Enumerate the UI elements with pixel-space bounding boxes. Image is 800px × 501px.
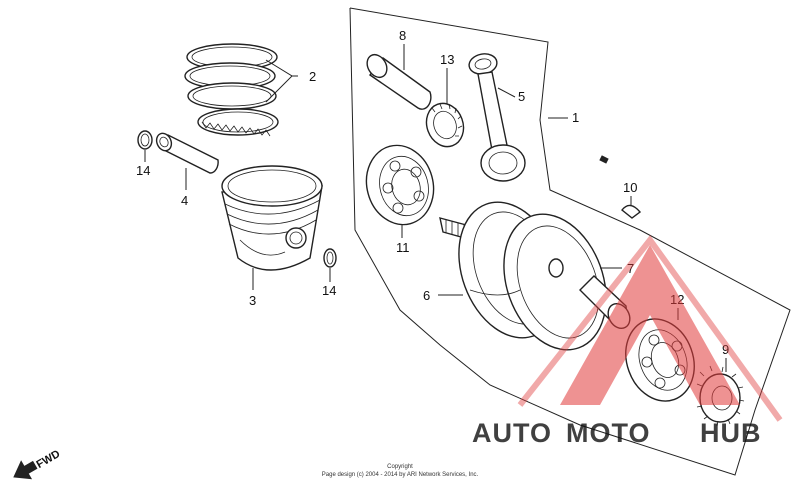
left-ball-bearing xyxy=(365,144,435,226)
callout-7: 7 xyxy=(627,261,634,276)
crank-pin xyxy=(366,53,432,110)
copyright-line-1: Copyright xyxy=(387,464,413,470)
connecting-rod xyxy=(468,53,526,182)
callout-10: 10 xyxy=(623,180,637,195)
copyright-line-2: Page design (c) 2004 - 2014 by ARI Netwo… xyxy=(322,472,479,478)
callout-6: 6 xyxy=(423,288,430,303)
watermark-triangle-icon xyxy=(560,245,740,405)
callout-14-right: 14 xyxy=(322,283,336,298)
callout-4: 4 xyxy=(181,193,188,208)
callout-1: 1 xyxy=(572,110,579,125)
callout-13: 13 xyxy=(440,52,454,67)
pin-clip-top xyxy=(137,130,153,150)
watermark-hub: HUB xyxy=(700,418,762,448)
assembly-outline xyxy=(349,7,791,476)
leader-lines xyxy=(144,44,727,372)
callout-2: 2 xyxy=(309,69,316,84)
callout-9: 9 xyxy=(722,342,729,357)
callout-8: 8 xyxy=(399,28,406,43)
callout-11: 11 xyxy=(396,240,410,255)
crankshaft xyxy=(439,201,631,351)
needle-bearing xyxy=(425,102,465,148)
piston xyxy=(221,165,323,271)
piston-pin xyxy=(155,132,219,174)
callout-14-top: 14 xyxy=(136,163,150,178)
fwd-label: FWD xyxy=(35,448,63,471)
piston-rings xyxy=(184,43,279,137)
callout-5: 5 xyxy=(518,89,525,104)
automotohub-watermark: AUTO MOTO HUB xyxy=(472,235,783,448)
forward-arrow: FWD xyxy=(13,448,63,480)
pin-clip-bottom xyxy=(323,248,337,268)
watermark-auto: AUTO xyxy=(472,418,552,448)
callout-3: 3 xyxy=(249,293,256,308)
woodruff-key xyxy=(621,204,642,219)
copyright: Copyright Page design (c) 2004 - 2014 by… xyxy=(322,464,479,478)
watermark-moto: MOTO xyxy=(566,418,651,448)
small-dot xyxy=(599,155,609,164)
